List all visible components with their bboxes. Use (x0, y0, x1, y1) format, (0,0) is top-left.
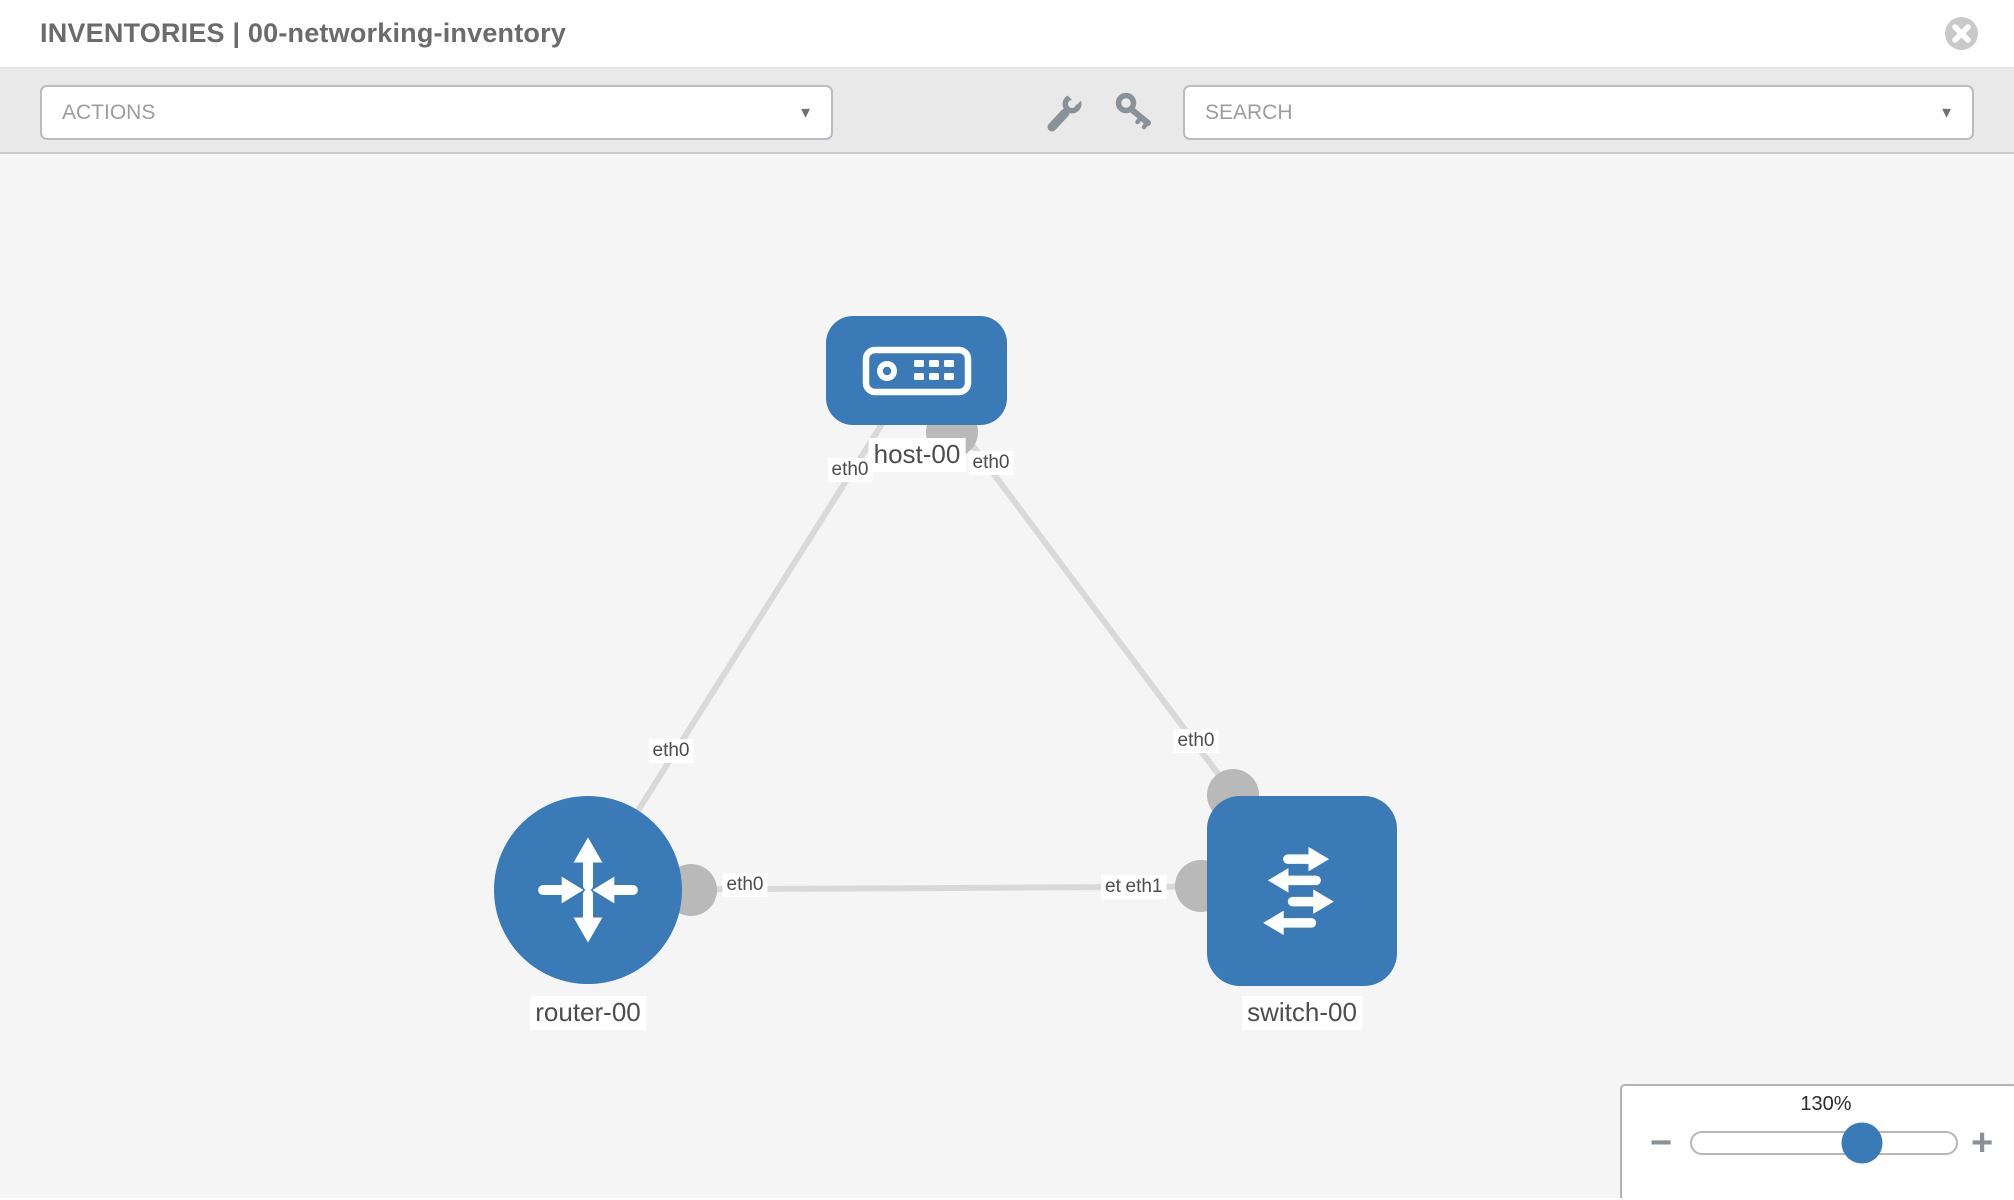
switch-device-icon (1263, 846, 1334, 936)
wrench-icon[interactable] (1043, 90, 1089, 136)
edge-host-router[interactable] (585, 368, 919, 892)
router-device-icon (538, 837, 638, 943)
zoom-out-button[interactable]: − (1650, 1122, 1673, 1164)
zoom-slider-handle[interactable] (1841, 1122, 1883, 1164)
search-dropdown[interactable]: SEARCH ▼ (1183, 85, 1974, 140)
header-bar: INVENTORIES | 00-networking-inventory (0, 0, 2014, 68)
toolbar: ACTIONS ▼ SEARCH ▼ (0, 68, 2014, 154)
node-switch-00[interactable] (1207, 796, 1397, 986)
interface-label-router-eth0-uplink: eth0 (648, 739, 694, 763)
node-label-switch-00: switch-00 (1242, 996, 1362, 1030)
interface-label-host-eth0-right: eth0 (968, 451, 1014, 475)
node-host-00[interactable] (826, 316, 1007, 425)
zoom-slider-track[interactable] (1690, 1131, 1958, 1155)
interface-label-switch-eth1: eth1 (1121, 875, 1167, 899)
interface-label-router-eth0-lateral: eth0 (722, 873, 768, 897)
key-icon[interactable] (1112, 90, 1158, 136)
zoom-in-button[interactable]: + (1971, 1122, 1994, 1164)
topology-canvas[interactable]: host-00 router-00 switch-00 eth0 eth0 et… (0, 154, 2014, 1198)
node-label-router-00: router-00 (530, 996, 646, 1030)
topology-edges-layer (585, 368, 1305, 916)
close-icon[interactable] (1943, 15, 1980, 52)
zoom-control-panel: 130% − + (1620, 1084, 2014, 1198)
actions-dropdown[interactable]: ACTIONS ▼ (40, 85, 833, 140)
chevron-down-icon: ▼ (798, 104, 813, 121)
zoom-level-value: 130% (1800, 1093, 1852, 1115)
page-title: INVENTORIES | 00-networking-inventory (40, 18, 567, 48)
host-device-icon (862, 346, 971, 395)
interface-label-host-eth0-left: eth0 (827, 458, 873, 482)
node-router-00[interactable] (494, 796, 682, 984)
actions-dropdown-label: ACTIONS (62, 100, 156, 124)
chevron-down-icon: ▼ (1939, 104, 1954, 121)
search-placeholder: SEARCH (1205, 100, 1293, 124)
interface-label-switch-eth0-uplink: eth0 (1173, 729, 1219, 753)
node-label-host-00: host-00 (868, 438, 966, 472)
